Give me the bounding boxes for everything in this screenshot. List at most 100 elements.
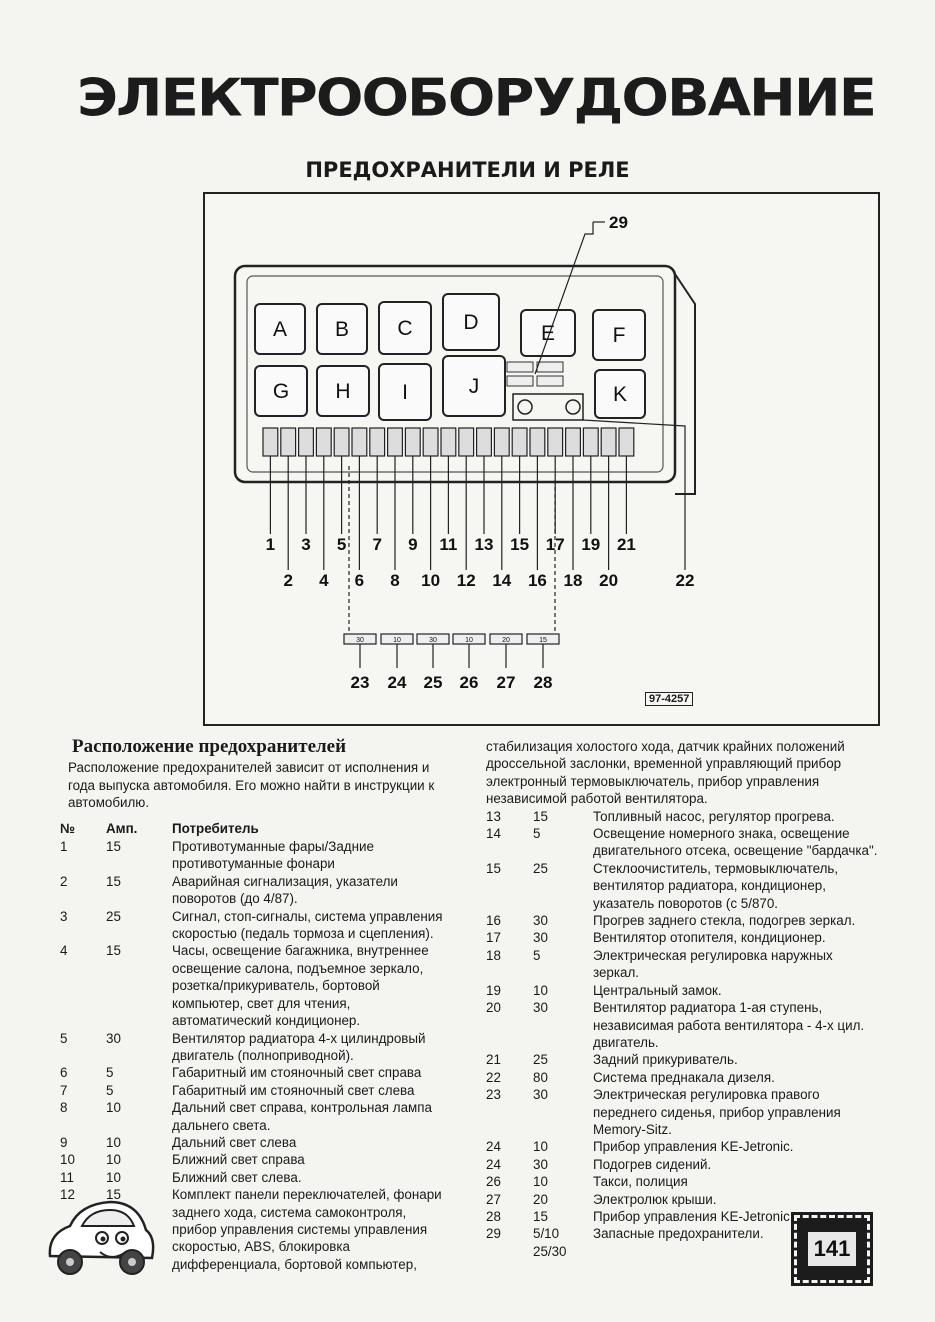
additional-fuse-label: 30 — [429, 637, 437, 644]
fuse-number: 24 — [486, 1156, 501, 1172]
fuse-number: 17 — [486, 930, 501, 946]
spare-slot — [506, 375, 534, 387]
callout-label: 25 — [424, 673, 443, 692]
fuse-number: 11 — [60, 1169, 74, 1185]
callout-label: 22 — [676, 571, 695, 590]
right-column: стабилизация холостого хода, датчик край… — [486, 738, 878, 1260]
banner-title: ЭЛЕКТРООБОРУДОВАНИЕ — [76, 68, 877, 128]
fuse-slot — [280, 427, 297, 457]
callout-label: 19 — [581, 535, 600, 554]
fuse-number: 13 — [486, 808, 501, 824]
callout-label: 26 — [460, 673, 479, 692]
fuse-number: 22 — [486, 1069, 501, 1085]
fuse-amperage: 5 — [533, 826, 541, 842]
fuse-amperage: 30 — [106, 1030, 121, 1046]
bolt-left — [517, 399, 533, 415]
table-header: № Амп. Потребитель — [60, 820, 452, 837]
fuse-number: 15 — [486, 860, 501, 876]
fuse-consumer: Центральный замок. — [593, 982, 722, 998]
section-title: Расположение предохранителей — [72, 736, 347, 757]
fuse-consumer: Такси, полиция — [593, 1174, 688, 1190]
callout-label: 4 — [319, 571, 329, 590]
fuse-amperage: 10 — [533, 1174, 548, 1190]
fuse-consumer: Комплект панели переключателей, фонари з… — [172, 1187, 442, 1272]
fuse-row: 9 10 Дальний свет слева — [60, 1134, 452, 1151]
cartoon-car-icon — [48, 1200, 155, 1275]
callout-label: 9 — [408, 535, 417, 554]
callout-label: 20 — [599, 571, 618, 590]
fuse-amperage: 25 — [106, 908, 121, 924]
fuse-amperage: 30 — [533, 1000, 548, 1016]
callout-label: 5 — [337, 535, 346, 554]
header-amp: Амп. — [106, 820, 138, 836]
fuse-consumer: Вентилятор радиатора 4-х цилиндровый дви… — [172, 1030, 426, 1063]
callout-label: 10 — [421, 571, 440, 590]
fuse-slot — [582, 427, 599, 457]
fuse-amperage: 20 — [533, 1191, 548, 1207]
callout-label: 11 — [439, 535, 457, 554]
fuse-slot — [565, 427, 582, 457]
fuse-slot — [404, 427, 421, 457]
callout-label: 18 — [564, 571, 583, 590]
fuse-slot — [387, 427, 404, 457]
fuse-slot — [511, 427, 528, 457]
fuse-number: 9 — [60, 1134, 68, 1150]
relay-letter: D — [463, 311, 478, 334]
fuse-number: 7 — [60, 1082, 68, 1098]
fuse-amperage: 10 — [533, 982, 548, 998]
callout-label: 23 — [351, 673, 370, 692]
additional-fuse-label: 20 — [502, 637, 510, 644]
callout-label: 8 — [390, 571, 399, 590]
fuse-number: 10 — [60, 1152, 75, 1168]
relay-box — [254, 365, 308, 417]
callout-label: 12 — [457, 571, 476, 590]
callout-label: 29 — [609, 213, 628, 232]
fuse-consumer: Дальний свет слева — [172, 1134, 297, 1150]
callout-label: 2 — [283, 571, 292, 590]
relay-box — [378, 363, 432, 421]
fuse-consumer: Габаритный им стояночный свет справа — [172, 1065, 422, 1081]
fuse-slot — [600, 427, 617, 457]
additional-fuse-label: 10 — [393, 637, 401, 644]
fuse-slot — [618, 427, 635, 457]
relay-box — [442, 355, 506, 417]
fuse-number: 12 — [60, 1187, 75, 1203]
bolt-right — [565, 399, 581, 415]
fuse-consumer: Запасные предохранители. — [593, 1226, 764, 1242]
fuse-consumer: Прогрев заднего стекла, подогрев зеркал. — [593, 913, 856, 929]
fuse-slot — [369, 427, 386, 457]
fuse-slot — [315, 427, 332, 457]
fuse-consumer: Вентилятор отопителя, кондиционер. — [593, 930, 826, 946]
fuse-number: 23 — [486, 1087, 501, 1103]
fuse-amperage: 15 — [106, 839, 121, 855]
fuse-amperage: 15 — [533, 1208, 548, 1224]
fuse-number: 24 — [486, 1139, 501, 1155]
section-subtitle: ПРЕДОХРАНИТЕЛИ И РЕЛЕ — [305, 158, 630, 182]
relay-letter: A — [273, 318, 287, 341]
callout-line — [534, 222, 594, 375]
additional-fuse-label: 10 — [465, 637, 473, 644]
relay-letter: F — [613, 324, 626, 347]
fuse-consumer: Ближний свет справа — [172, 1152, 305, 1168]
fuse-amperage: 10 — [106, 1134, 121, 1150]
fuse-slot — [440, 427, 457, 457]
housing-outline — [233, 264, 677, 484]
fuse-number: 1 — [60, 839, 68, 855]
fuse-number: 14 — [486, 826, 501, 842]
fuse-consumer: Стеклоочиститель, термовыключатель, вент… — [593, 860, 839, 911]
continuation-text: стабилизация холостого хода, датчик край… — [486, 739, 845, 807]
callout-label: 15 — [510, 535, 529, 554]
fuse-amperage: 15 — [106, 943, 121, 959]
additional-fuse-label: 15 — [539, 637, 547, 644]
fuse-slot — [493, 427, 510, 457]
